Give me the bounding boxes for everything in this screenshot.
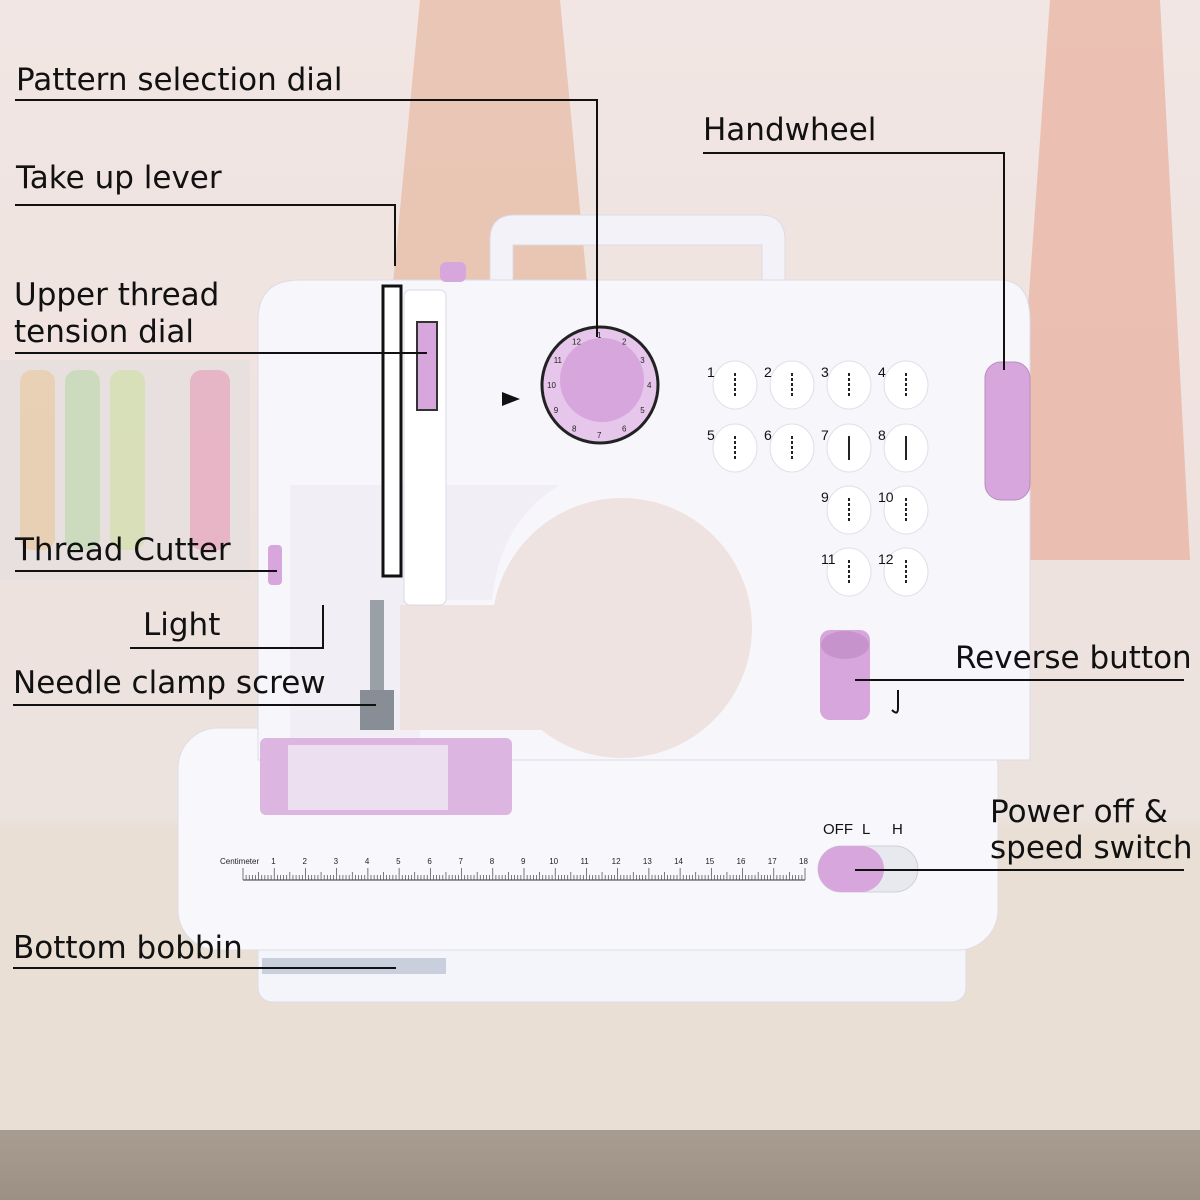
ruler-number: 16 [737, 857, 746, 866]
stitch-number: 4 [878, 364, 886, 380]
label-handwheel: Handwheel [703, 112, 877, 148]
leader-line [855, 679, 1184, 681]
ruler-number: 7 [459, 857, 464, 866]
stitch-number: 7 [821, 427, 829, 443]
thread-guide-strip [381, 284, 403, 578]
ruler-label: Centimeter [220, 857, 259, 866]
power-speed-switch [818, 846, 884, 892]
label-upper-thread-1: Upper thread [14, 277, 220, 313]
switch-off-label: OFF [823, 821, 853, 838]
switch-h-label: H [892, 821, 903, 838]
ruler-number: 2 [302, 857, 307, 866]
dial-pointer-icon [502, 392, 520, 406]
stitch-number: 10 [878, 489, 894, 505]
ruler-number: 12 [612, 857, 621, 866]
leader-line [596, 99, 598, 337]
stitch-number: 1 [707, 364, 715, 380]
stitch-number: 3 [821, 364, 829, 380]
label-reverse-button: Reverse button [955, 640, 1192, 676]
stitch-number: 6 [764, 427, 772, 443]
ruler-number: 5 [396, 857, 401, 866]
stitch-number: 12 [878, 551, 894, 567]
label-pattern-selection-dial: Pattern selection dial [16, 62, 343, 98]
dial-number: 11 [554, 356, 563, 365]
handwheel [984, 361, 1031, 501]
stitch-number: 5 [707, 427, 715, 443]
label-take-up-lever: Take up lever [16, 160, 222, 196]
stitch-number: 8 [878, 427, 886, 443]
leader-line [130, 647, 324, 649]
dial-number: 6 [622, 424, 627, 433]
dial-number: 12 [572, 338, 581, 347]
stitch-number: 2 [764, 364, 772, 380]
label-needle-clamp-screw: Needle clamp screw [13, 665, 326, 701]
stitch-number: 9 [821, 489, 829, 505]
leader-line [394, 204, 396, 266]
leader-line [15, 352, 427, 354]
reverse-icon [891, 690, 899, 714]
stitch-number: 11 [821, 551, 836, 567]
tension-dial [416, 321, 438, 411]
ruler-number: 6 [427, 857, 432, 866]
ruler-number: 14 [674, 857, 683, 866]
ruler-number: 1 [271, 857, 276, 866]
switch-l-label: L [862, 821, 870, 838]
dial-number: 4 [647, 381, 652, 390]
ruler-number: 9 [521, 857, 526, 866]
leader-line [15, 99, 598, 101]
label-power-2: speed switch [990, 830, 1193, 866]
dial-number: 9 [554, 406, 559, 415]
carry-handle [489, 214, 786, 291]
leader-line [703, 152, 1005, 154]
bobbin-cover [262, 958, 446, 974]
arm-opening [290, 485, 560, 740]
ruler-number: 8 [490, 857, 495, 866]
leader-line [15, 570, 277, 572]
thread-cutter [268, 545, 282, 585]
label-thread-cutter: Thread Cutter [15, 532, 231, 568]
ruler-number: 17 [768, 857, 777, 866]
label-upper-thread-2: tension dial [14, 314, 195, 350]
ruler-number: 3 [334, 857, 339, 866]
dial-number: 1 [597, 331, 602, 340]
dial-number: 5 [640, 406, 645, 415]
dial-number: 7 [597, 431, 602, 440]
leader-line [1003, 152, 1005, 370]
label-power-1: Power off & [990, 794, 1168, 830]
dial-number: 2 [622, 338, 627, 347]
leader-line [13, 704, 376, 706]
ruler-number: 15 [705, 857, 714, 866]
ruler-number: 11 [580, 857, 589, 866]
ruler-number: 13 [643, 857, 652, 866]
spool-pin [440, 262, 466, 282]
dial-number: 3 [640, 356, 645, 365]
ruler-number: 4 [365, 857, 370, 866]
leader-line [15, 204, 396, 206]
dial-number: 10 [547, 381, 556, 390]
leader-line [855, 869, 1184, 871]
dial-number: 8 [572, 424, 577, 433]
label-bottom-bobbin: Bottom bobbin [13, 930, 243, 966]
ruler-number: 18 [799, 857, 808, 866]
leader-line [13, 967, 396, 969]
leader-line [322, 605, 324, 649]
label-light: Light [143, 607, 221, 643]
ruler-number: 10 [549, 857, 558, 866]
